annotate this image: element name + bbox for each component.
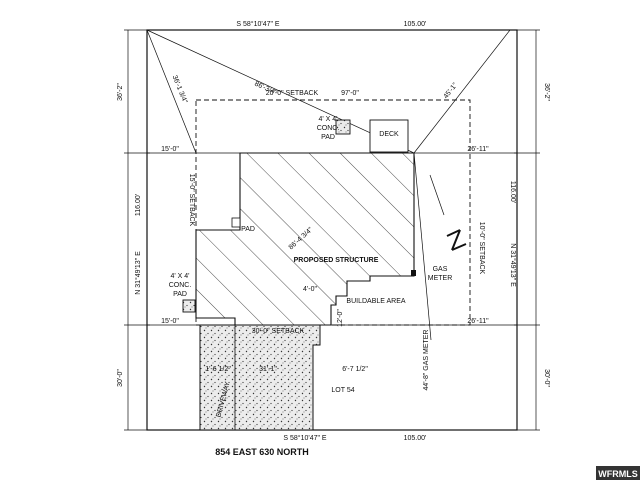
dim-left-bottom: 30'-0" — [117, 369, 124, 387]
notch-depth: 12'-0" — [337, 309, 344, 327]
gas-label-1: GAS — [433, 266, 448, 273]
deck — [369, 119, 409, 153]
watermark-bg — [596, 466, 640, 480]
bottom-length: 105.00' — [404, 435, 427, 442]
driveway — [199, 324, 321, 431]
left-length: 116.00' — [135, 194, 142, 216]
bottom-bearing: S 58°10'47" E — [283, 434, 327, 442]
pad-left-l2: CONC. — [169, 282, 192, 289]
right-bearing: N 31°49'13" E — [509, 243, 517, 287]
side-setback-left: 15'-0" SETBACK — [188, 174, 195, 227]
gas-meter-dim: 44'-8" GAS METER — [423, 329, 430, 390]
pad-top-l1: 4' X 4' — [318, 116, 337, 123]
lot-boundary — [146, 29, 518, 431]
pad-left-l3: PAD — [173, 291, 187, 298]
pad-left-l1: 4' X 4' — [170, 273, 189, 280]
proposed-structure — [195, 152, 415, 326]
diag-left: 36'-1 3/4" — [171, 74, 189, 104]
dim-left-top: 36'-2" — [117, 83, 124, 101]
dim-right-bottom: 30'-0" — [543, 369, 550, 387]
offset-dim: 6'-7 1/2" — [342, 366, 368, 373]
drive-width-dim: 31'-1" — [259, 366, 277, 373]
setback-left-top: 15'-0" — [161, 146, 179, 153]
watermark: WFRMLS — [598, 469, 638, 479]
deck-label: DECK — [379, 131, 399, 138]
pad-mid-label: PAD — [241, 226, 255, 233]
north-arrow-icon — [446, 229, 467, 251]
side-setback-right: 10'-0" SETBACK — [478, 222, 485, 275]
top-length: 105.00' — [404, 21, 427, 28]
rear-setback: 30'-0" SETBACK — [252, 328, 305, 335]
setback-left-bottom: 15'-0" — [161, 318, 179, 325]
pad-small — [231, 217, 241, 228]
top-bearing: S 58°10'47" E — [236, 20, 280, 28]
buildable-area-label: BUILDABLE AREA — [346, 298, 405, 305]
drive-left-dim: 1'-6 1/2" — [205, 366, 231, 373]
conc-pad-top — [335, 119, 351, 135]
address-title: 854 EAST 630 NORTH — [215, 447, 309, 457]
front-setback-length: 97'-0" — [341, 90, 359, 97]
gas-meter — [411, 270, 416, 276]
setback-right-bottom: 26'-11" — [467, 318, 489, 325]
diag-right: 45'-1" — [443, 81, 460, 100]
pad-top-l3: PAD — [321, 134, 335, 141]
right-length: 116.00' — [509, 181, 516, 203]
dim-right-top: 36'-2" — [543, 83, 550, 101]
gas-label-2: METER — [428, 275, 453, 282]
conc-pad-left — [182, 299, 196, 313]
notch-width: 4'-0" — [303, 286, 317, 293]
left-bearing: N 31°49'13" E — [134, 251, 142, 295]
pad-top-l2: CONC. — [317, 125, 340, 132]
lot-label: LOT 54 — [331, 387, 354, 394]
proposed-structure-label: PROPOSED STRUCTURE — [294, 257, 379, 264]
front-setback: 20'-0" SETBACK — [266, 90, 319, 97]
setback-right-top: 26'-11" — [467, 146, 489, 153]
